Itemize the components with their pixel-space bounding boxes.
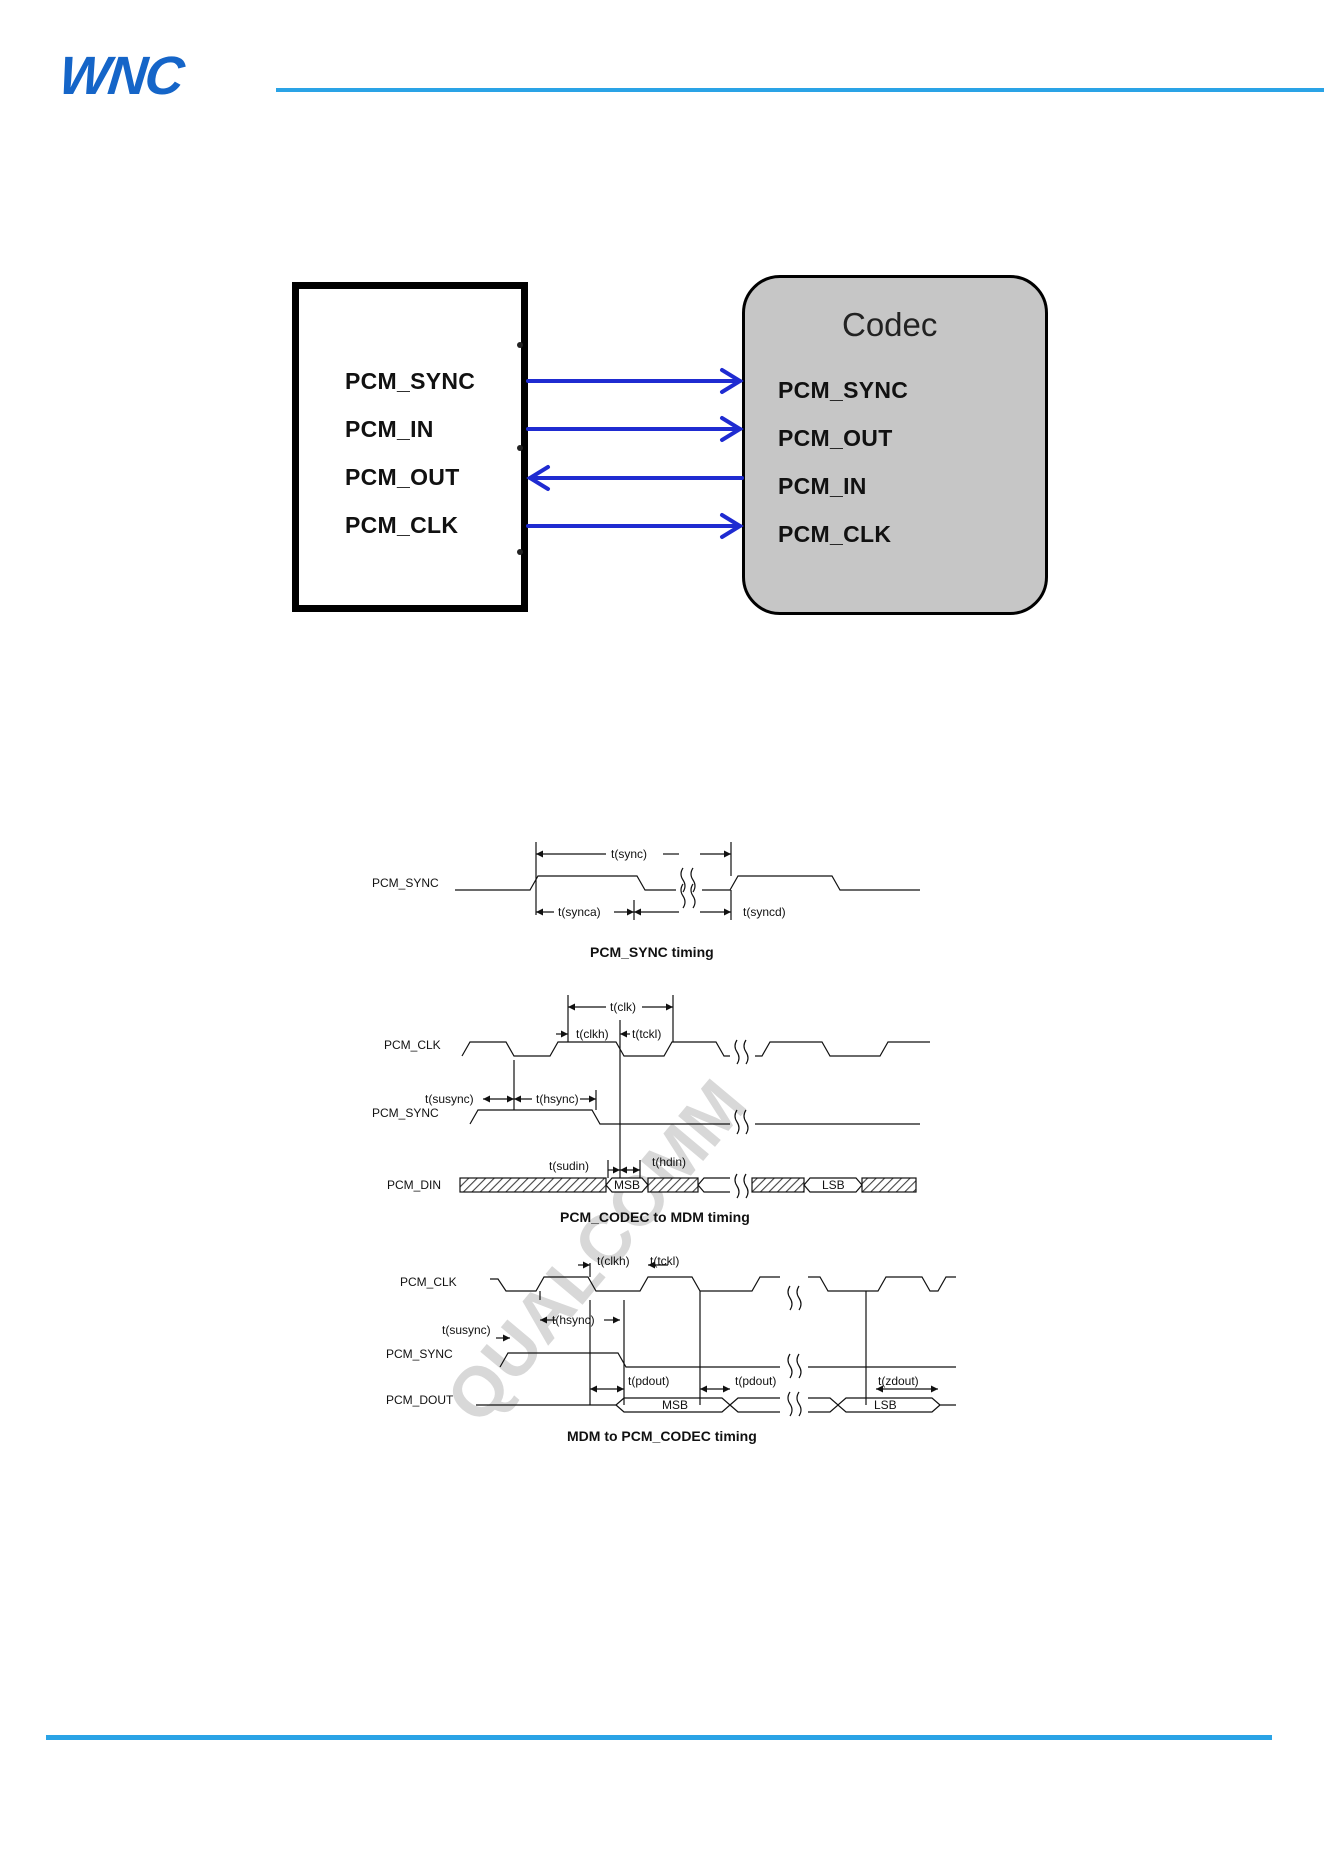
left-signal-pcm-clk: PCM_CLK bbox=[345, 512, 459, 538]
t3-tsusync: t(susync) bbox=[442, 1323, 491, 1337]
timing-diagrams: QUALCOMM PCM_SYNC t(sync) t(synca) t(syn… bbox=[372, 842, 956, 1444]
codec-signal-pcm-clk: PCM_CLK bbox=[778, 521, 892, 547]
t3-ttckl: t(tckl) bbox=[650, 1254, 679, 1268]
left-signal-pcm-out: PCM_OUT bbox=[345, 464, 460, 490]
codec-signal-pcm-sync: PCM_SYNC bbox=[778, 377, 909, 403]
svg-text:QUALCOMM: QUALCOMM bbox=[431, 1065, 761, 1437]
t1-signal-label: PCM_SYNC bbox=[372, 876, 439, 890]
t2-din-label: PCM_DIN bbox=[387, 1178, 441, 1192]
codec-signal-pcm-in: PCM_IN bbox=[778, 473, 867, 499]
watermark: QUALCOMM bbox=[431, 1065, 761, 1437]
t2-clk-label: PCM_CLK bbox=[384, 1038, 441, 1052]
t2-tclk: t(clk) bbox=[610, 1000, 636, 1014]
wnc-logo: WNC bbox=[56, 46, 188, 106]
t3-tpdout-2: t(pdout) bbox=[735, 1374, 776, 1388]
t3-sync-label: PCM_SYNC bbox=[386, 1347, 453, 1361]
t3-tzdout: t(zdout) bbox=[878, 1374, 919, 1388]
t3-tclkh: t(clkh) bbox=[597, 1254, 630, 1268]
t1-tsyncd: t(syncd) bbox=[743, 905, 786, 919]
timing-diagram-1: PCM_SYNC bbox=[372, 842, 920, 920]
t2-tclkh: t(clkh) bbox=[576, 1027, 609, 1041]
footer-rule bbox=[46, 1735, 1272, 1740]
t3-tpdout-1: t(pdout) bbox=[628, 1374, 669, 1388]
block-arrows bbox=[517, 342, 744, 555]
t2-lsb: LSB bbox=[822, 1178, 845, 1192]
t2-thsync: t(hsync) bbox=[536, 1092, 579, 1106]
t2-ttckl: t(tckl) bbox=[632, 1027, 661, 1041]
t2-sync-label: PCM_SYNC bbox=[372, 1106, 439, 1120]
t3-dout-label: PCM_DOUT bbox=[386, 1393, 454, 1407]
t2-tsusync: t(susync) bbox=[425, 1092, 474, 1106]
codec-title: Codec bbox=[842, 306, 938, 343]
timing-diagram-3 bbox=[476, 1261, 956, 1417]
left-signal-pcm-sync: PCM_SYNC bbox=[345, 368, 476, 394]
t1-tsynca: t(synca) bbox=[558, 905, 601, 919]
t3-lsb: LSB bbox=[874, 1398, 897, 1412]
timing-diagram-2 bbox=[459, 995, 930, 1199]
t3-thsync: t(hsync) bbox=[552, 1313, 595, 1327]
t2-msb: MSB bbox=[614, 1178, 640, 1192]
t3-caption: MDM to PCM_CODEC timing bbox=[567, 1428, 757, 1444]
t1-tsync: t(sync) bbox=[611, 847, 647, 861]
svg-text:WNC: WNC bbox=[56, 46, 188, 106]
header-rule bbox=[276, 88, 1324, 92]
codec-signal-pcm-out: PCM_OUT bbox=[778, 425, 893, 451]
left-signal-pcm-in: PCM_IN bbox=[345, 416, 434, 442]
t2-tsudin: t(sudin) bbox=[549, 1159, 589, 1173]
t3-msb: MSB bbox=[662, 1398, 688, 1412]
codec-block bbox=[742, 275, 1048, 615]
t1-caption: PCM_SYNC timing bbox=[590, 944, 714, 960]
t3-clk-label: PCM_CLK bbox=[400, 1275, 457, 1289]
t2-caption: PCM_CODEC to MDM timing bbox=[560, 1209, 750, 1225]
module-block bbox=[292, 282, 528, 612]
t2-thdin: t(hdin) bbox=[652, 1155, 686, 1169]
